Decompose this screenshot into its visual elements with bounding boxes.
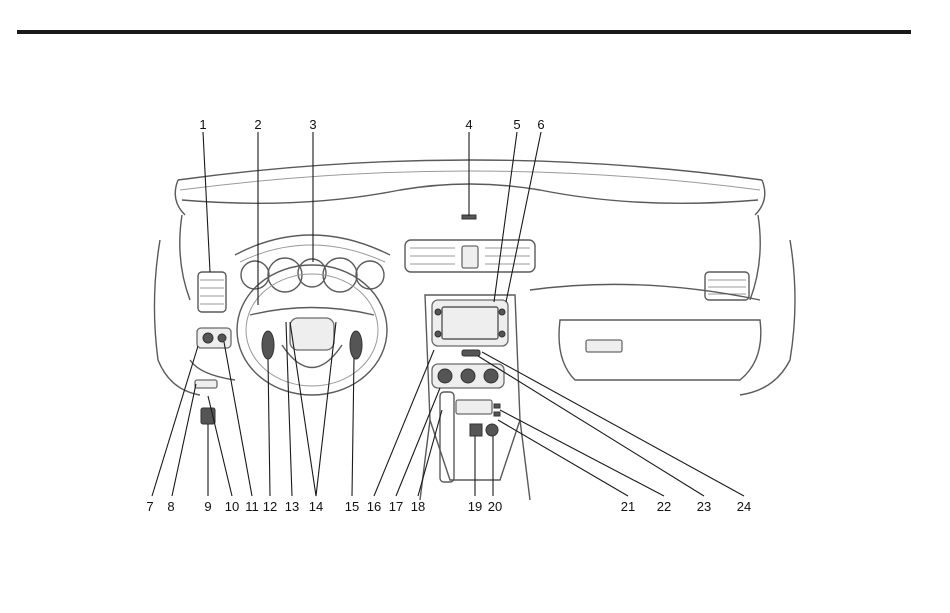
callout-9: 9 — [204, 499, 211, 514]
callout-5: 5 — [513, 117, 520, 132]
callout-23: 23 — [697, 499, 711, 514]
callout-3: 3 — [309, 117, 316, 132]
callout-8: 8 — [167, 499, 174, 514]
callout-2: 2 — [254, 117, 261, 132]
callout-13: 13 — [285, 499, 299, 514]
callout-16: 16 — [367, 499, 381, 514]
callout-14: 14 — [309, 499, 323, 514]
callout-15: 15 — [345, 499, 359, 514]
callout-19: 19 — [468, 499, 482, 514]
callout-24: 24 — [737, 499, 751, 514]
callout-20: 20 — [488, 499, 502, 514]
callout-1: 1 — [199, 117, 206, 132]
callout-17: 17 — [389, 499, 403, 514]
callout-22: 22 — [657, 499, 671, 514]
callout-12: 12 — [263, 499, 277, 514]
callout-4: 4 — [465, 117, 472, 132]
callout-7: 7 — [146, 499, 153, 514]
callout-6: 6 — [537, 117, 544, 132]
callout-10: 10 — [225, 499, 239, 514]
callout-18: 18 — [411, 499, 425, 514]
callout-11: 11 — [245, 499, 259, 514]
callout-21: 21 — [621, 499, 635, 514]
